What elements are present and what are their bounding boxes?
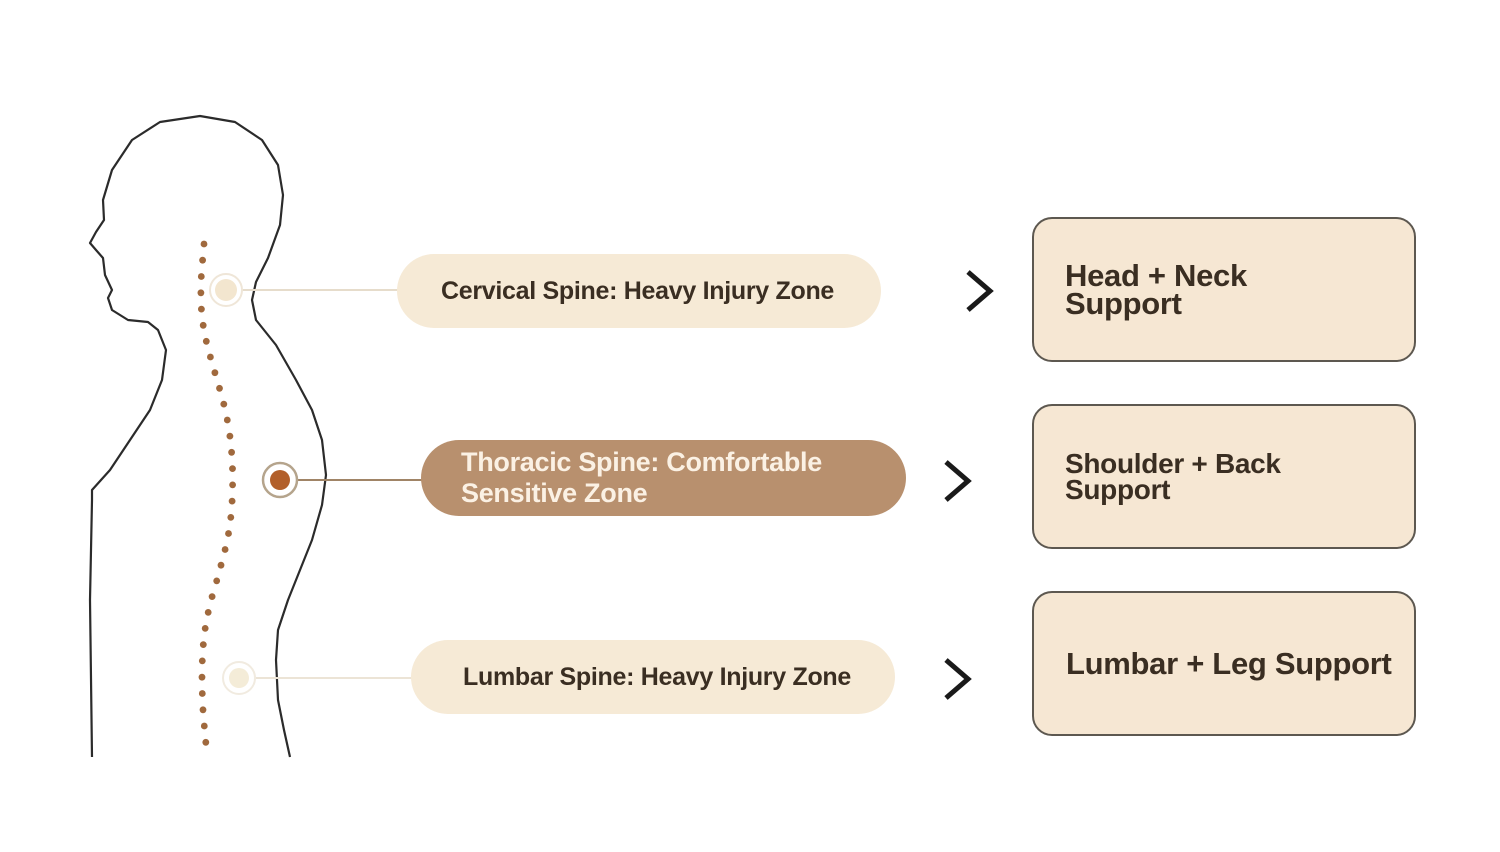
spine-dot [198,690,206,697]
spine-dot [197,273,205,280]
spine-dot [199,706,207,714]
spine-dot [199,641,207,648]
spine-dot [197,289,205,297]
spine-dot [217,561,225,569]
chevron-right-icon [966,270,994,312]
zone-label-text: Thoracic Spine: Comfortable Sensitive Zo… [461,447,822,508]
spine-dot [202,738,210,746]
spine-dot [223,416,231,424]
support-box-text: Head + Neck Support [1065,257,1247,321]
marker-thoracic [261,461,299,499]
support-box-shoulder-back: Shoulder + Back Support [1032,404,1416,549]
chevron-right-icon [944,460,972,502]
spine-dotted-line [197,240,237,746]
support-box-text: Lumbar + Leg Support [1066,645,1392,681]
support-box-text: Shoulder + Back Support [1065,447,1281,505]
spine-dot [198,305,205,313]
zone-label-cervical: Cervical Spine: Heavy Injury Zone [397,254,881,328]
spine-dot [220,400,228,408]
body-outline [88,114,328,758]
spine-dot [228,497,236,505]
marker-cervical [209,273,243,307]
spine-dot [227,514,235,521]
spine-dot [198,673,206,681]
spine-dot [200,240,208,248]
spine-dot [213,577,221,585]
spine-dot [229,481,237,489]
chevron-right-icon [944,658,972,700]
zone-label-thoracic: Thoracic Spine: Comfortable Sensitive Zo… [421,440,906,516]
spine-dot [200,722,208,730]
zone-label-text: Cervical Spine: Heavy Injury Zone [441,276,835,305]
spine-dot [228,448,236,456]
support-box-lumbar-leg: Lumbar + Leg Support [1032,591,1416,736]
zone-label-lumbar: Lumbar Spine: Heavy Injury Zone [411,640,895,714]
spine-dot [226,432,234,440]
marker-lumbar [222,661,256,695]
spine-dot [201,625,209,632]
spine-dot [225,530,232,537]
support-box-head-neck: Head + Neck Support [1032,217,1416,362]
spine-dot [198,657,206,665]
spine-dot [199,256,207,264]
spine-dot [229,465,236,472]
spine-dot [208,593,216,600]
spine-dot [204,609,212,616]
zone-label-text: Lumbar Spine: Heavy Injury Zone [463,662,852,691]
spine-dot [216,384,223,392]
spine-dot [211,369,219,377]
spine-dot [207,353,214,361]
spine-dot [202,337,210,345]
spine-dot [221,546,229,553]
spine-dot [199,321,207,329]
